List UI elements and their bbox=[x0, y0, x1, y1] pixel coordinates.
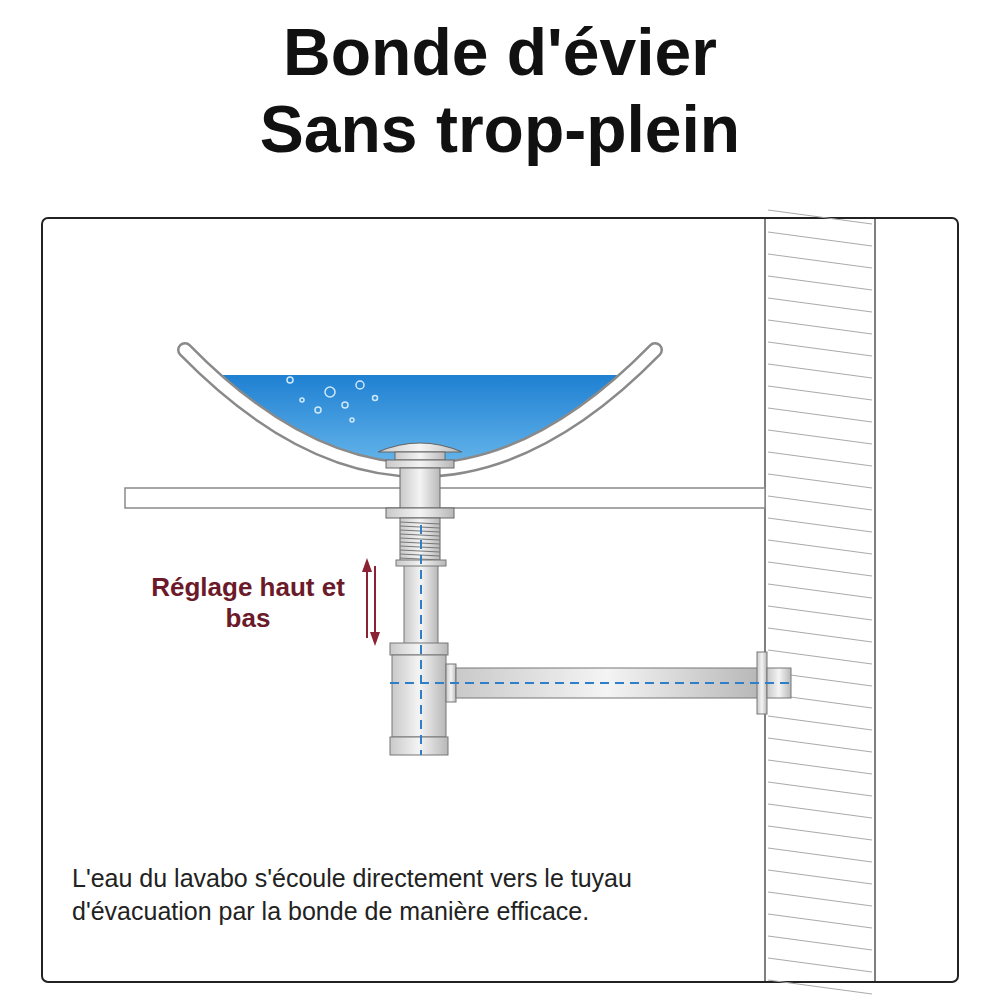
hatch-line bbox=[768, 848, 872, 862]
countertop bbox=[125, 488, 765, 508]
bottle-trap bbox=[390, 643, 448, 655]
hatch-line bbox=[768, 364, 872, 378]
hatch-line bbox=[768, 804, 872, 818]
hatch-line bbox=[768, 232, 872, 246]
hatch-line bbox=[768, 452, 872, 466]
hatch-line bbox=[768, 342, 872, 356]
wall bbox=[765, 210, 875, 994]
title: Bonde d'évier Sans trop-plein bbox=[230, 14, 770, 167]
hatch-line bbox=[768, 210, 872, 224]
thread-line bbox=[400, 522, 440, 524]
thread-line bbox=[400, 550, 440, 552]
hatch-line bbox=[768, 540, 872, 554]
hatch-line bbox=[768, 496, 872, 510]
bubbles bbox=[287, 377, 378, 422]
hatch-line bbox=[768, 562, 872, 576]
hatch-line bbox=[768, 276, 872, 290]
hatch-line bbox=[768, 606, 872, 620]
hatch-line bbox=[768, 782, 872, 796]
hatch-line bbox=[768, 474, 872, 488]
hatch-line bbox=[768, 320, 872, 334]
hatch-line bbox=[768, 650, 872, 664]
lock-nut bbox=[386, 508, 454, 518]
thread-line bbox=[400, 538, 440, 540]
hatch-line bbox=[768, 386, 872, 400]
hatch-line bbox=[768, 738, 872, 752]
hatch-line bbox=[768, 254, 872, 268]
thread-line bbox=[400, 534, 440, 536]
adjust-arrow bbox=[362, 558, 380, 646]
hatch-line bbox=[768, 826, 872, 840]
hatch-line bbox=[768, 518, 872, 532]
hatch-line bbox=[768, 584, 872, 598]
note: L'eau du lavabo s'écoule directement ver… bbox=[72, 862, 752, 927]
hatch-line bbox=[768, 870, 872, 884]
adjust-label: Réglage haut et bas bbox=[148, 572, 348, 634]
hatch-line bbox=[768, 628, 872, 642]
hatch-line bbox=[768, 408, 872, 422]
popup-cap bbox=[378, 443, 462, 452]
hatch-line bbox=[768, 760, 872, 774]
hatch-line bbox=[768, 716, 872, 730]
center-lines bbox=[390, 525, 790, 755]
frame bbox=[42, 218, 958, 982]
hatch-line bbox=[768, 936, 872, 950]
hatch-line bbox=[768, 980, 872, 994]
hatch-line bbox=[768, 958, 872, 972]
hatch-line bbox=[768, 298, 872, 312]
basin bbox=[185, 350, 655, 470]
hatch-line bbox=[768, 914, 872, 928]
hatch-line bbox=[768, 892, 872, 906]
hatch-line bbox=[768, 430, 872, 444]
